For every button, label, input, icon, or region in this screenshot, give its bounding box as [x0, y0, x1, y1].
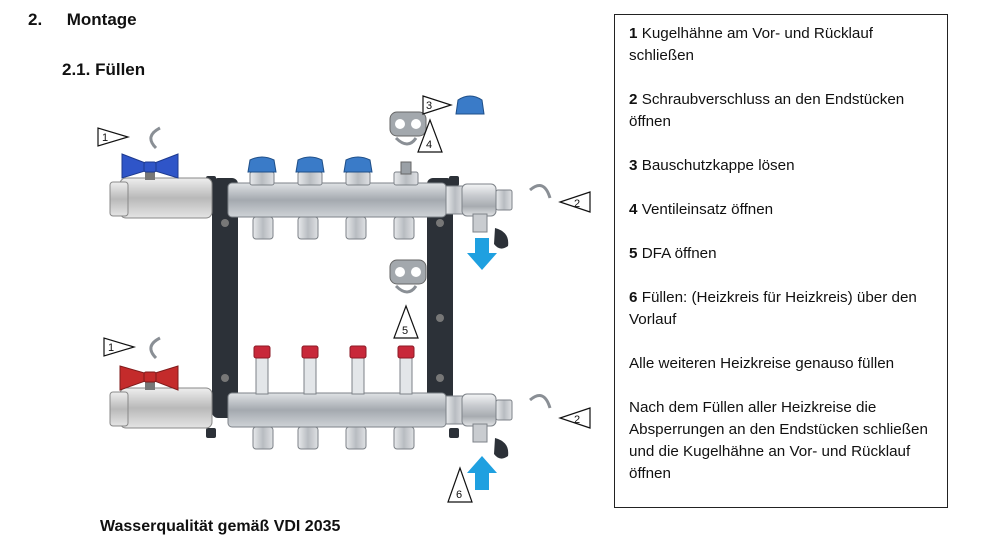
manifold-diagram: 1 1 2 2 3 4 5 6: [97, 95, 591, 503]
step-5: 5 DFA öffnen: [629, 245, 717, 262]
water-quality-note: Wasserqualität gemäß VDI 2035: [100, 518, 340, 536]
marker-3: 3: [422, 95, 453, 115]
svg-text:4: 4: [426, 139, 432, 151]
return-ball-valve: [109, 365, 213, 429]
step-3: 3 Bauschutzkappe lösen: [629, 157, 795, 174]
section-heading: 2. Montage: [28, 10, 137, 30]
marker-2-return: 2: [558, 407, 591, 429]
step-6: 6 Füllen: (Heizkreis für Heizkreis) über…: [629, 289, 917, 328]
loose-cap-icon: [455, 95, 485, 115]
step-fill-remaining: Alle weiteren Heizkreise genauso füllen: [629, 355, 895, 372]
return-manifold: [109, 345, 513, 490]
valve-key-icon: [389, 111, 427, 146]
water-quality-text: Wasserqualität gemäß: [100, 518, 270, 535]
svg-text:2: 2: [574, 414, 580, 426]
step-finish: Nach dem Füllen aller Heizkreise die Abs…: [629, 399, 928, 482]
subsection-heading: 2.1. Füllen: [62, 60, 146, 79]
section-number: 2.: [28, 10, 43, 29]
water-quality-standard: VDI 2035: [273, 518, 341, 535]
marker-4: 4: [417, 118, 443, 153]
svg-text:6: 6: [456, 489, 462, 501]
marker-6: 6: [447, 466, 473, 503]
supply-manifold: [109, 153, 513, 270]
marker-1-supply: 1: [97, 127, 131, 147]
svg-text:1: 1: [108, 342, 114, 354]
instructions-box: 1 Kugelhähne am Vor- und Rücklauf schlie…: [614, 14, 948, 508]
step-4: 4 Ventileinsatz öffnen: [629, 201, 774, 218]
supply-ball-valve: [109, 153, 213, 219]
marker-5: 5: [393, 304, 419, 339]
svg-text:3: 3: [426, 100, 432, 112]
marker-2-supply: 2: [558, 191, 591, 213]
rotate-arrows: [149, 126, 552, 409]
right-bracket: [427, 176, 459, 438]
svg-text:5: 5: [402, 325, 408, 337]
step-1: 1 Kugelhähne am Vor- und Rücklauf schlie…: [629, 25, 874, 64]
dfa-key-icon: [389, 259, 427, 294]
step-2: 2 Schraubverschluss an den Endstücken öf…: [629, 91, 905, 130]
svg-text:1: 1: [102, 132, 108, 144]
supply-end-piece: [445, 183, 513, 249]
marker-1-return: 1: [103, 337, 137, 357]
section-title: Montage: [66, 10, 137, 29]
return-end-piece: [445, 393, 513, 459]
svg-text:2: 2: [574, 198, 580, 210]
